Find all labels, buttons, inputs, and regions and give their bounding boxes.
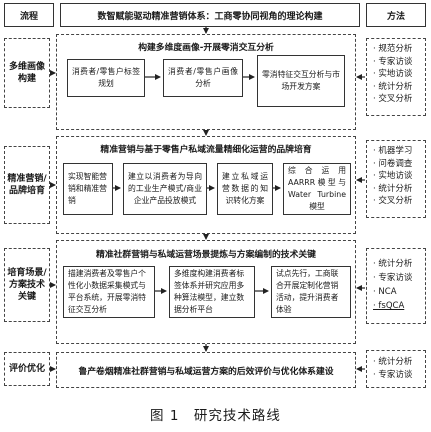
stage-2-label: 精准营销/品牌培育 bbox=[4, 146, 50, 224]
stage-3-title: 精准社群营销与私域运营场景提炼与方案编制的技术关键 bbox=[96, 250, 316, 260]
method-item: · 专家访谈 bbox=[373, 273, 413, 283]
stage-3-methods: · 统计分析 · 专家访谈 · NCA · fsQCA bbox=[366, 248, 426, 324]
method-item: · 规范分析 bbox=[373, 44, 413, 54]
stage-2-methods: · 机器学习 · 问卷调查 · 实地访谈 · 统计分析 · 交叉分析 bbox=[366, 140, 426, 218]
stage-3-container: 精准社群营销与私域运营场景提炼与方案编制的技术关键 描建消费者及零售户个性化小数… bbox=[56, 240, 356, 344]
method-item: · 交叉分析 bbox=[373, 94, 413, 104]
stage-1-methods: · 规范分析 · 专家访谈 · 实地访谈 · 统计分析 · 交叉分析 bbox=[366, 38, 426, 116]
stage-2-box-2: 建立以消费者为导向的工业生产模式/商业企业产品投放模式 bbox=[123, 163, 207, 215]
stage-3-box-3: 试点先行，工商联合开展定制化营销活动，提升消费者体验 bbox=[271, 266, 351, 318]
method-item: · 机器学习 bbox=[373, 146, 413, 156]
stage-1-container: 构建多维度画像-开展零消交互分析 消费者/零售户标签规划 消费者/零售户画像分析… bbox=[56, 34, 356, 130]
stage-4-title: 鲁产卷烟精准社群营销与私域运营方案的后效评价与优化体系建设 bbox=[78, 366, 334, 377]
method-item: · 交叉分析 bbox=[373, 196, 413, 206]
stage-3-box-1: 描建消费者及零售户个性化小数据采集模式与平台系统，开展零消特征交互分析 bbox=[63, 266, 155, 318]
stage-4-label: 评价优化 bbox=[4, 352, 50, 386]
stage-4-container: 鲁产卷烟精准社群营销与私域运营方案的后效评价与优化体系建设 bbox=[56, 352, 356, 388]
stage-2-box-1: 实现智能营销和精准营销 bbox=[63, 163, 113, 215]
header-title: 数智赋能驱动精准营销体系：工商零协同视角的理论构建 bbox=[60, 3, 360, 27]
method-item: · fsQCA bbox=[373, 301, 405, 311]
method-item: · 专家访谈 bbox=[373, 56, 413, 67]
stage-1-label: 多维画像构建 bbox=[4, 38, 50, 108]
header-method-label: 方法 bbox=[366, 3, 426, 27]
header-process-label: 流程 bbox=[4, 3, 54, 27]
method-item: · 实地访谈 bbox=[373, 69, 413, 79]
stage-2-box-4: 综合运用AARRR模型与Water Turbine模型 bbox=[283, 163, 351, 215]
stage-4-methods: · 统计分析 · 专家访谈 bbox=[366, 350, 426, 388]
method-item: · 实地访谈 bbox=[373, 171, 413, 181]
stage-2-box-3: 建立私域运营数据的知识转化方案 bbox=[217, 163, 273, 215]
method-item: · 统计分析 bbox=[373, 81, 413, 92]
figure-caption: 图 1 研究技术路线 bbox=[150, 408, 281, 424]
method-item: · NCA bbox=[373, 287, 397, 297]
method-item: · 统计分析 bbox=[373, 183, 413, 194]
stage-1-box-1: 消费者/零售户标签规划 bbox=[67, 59, 145, 97]
stage-3-box-2: 多维度构建消费者标签体系并研究应用多种算法模型，建立数据分析平台 bbox=[169, 266, 255, 318]
stage-1-box-2: 消费者/零售户画像分析 bbox=[163, 59, 243, 97]
method-item: · 专家访谈 bbox=[373, 369, 413, 380]
stage-3-label: 培育场景/方案技术关键 bbox=[4, 248, 50, 322]
stage-2-container: 精准营销与基于零售户私域流量精细化运营的品牌培育 实现智能营销和精准营销 建立以… bbox=[56, 136, 356, 234]
stage-2-title: 精准营销与基于零售户私域流量精细化运营的品牌培育 bbox=[100, 145, 312, 155]
method-item: · 统计分析 bbox=[373, 357, 413, 367]
method-item: · 问卷调查 bbox=[373, 158, 413, 169]
method-item: · 统计分析 bbox=[373, 259, 413, 269]
stage-1-title: 构建多维度画像-开展零消交互分析 bbox=[138, 43, 274, 53]
stage-1-box-3: 零消特征交互分析与市场开发方案 bbox=[257, 55, 345, 107]
